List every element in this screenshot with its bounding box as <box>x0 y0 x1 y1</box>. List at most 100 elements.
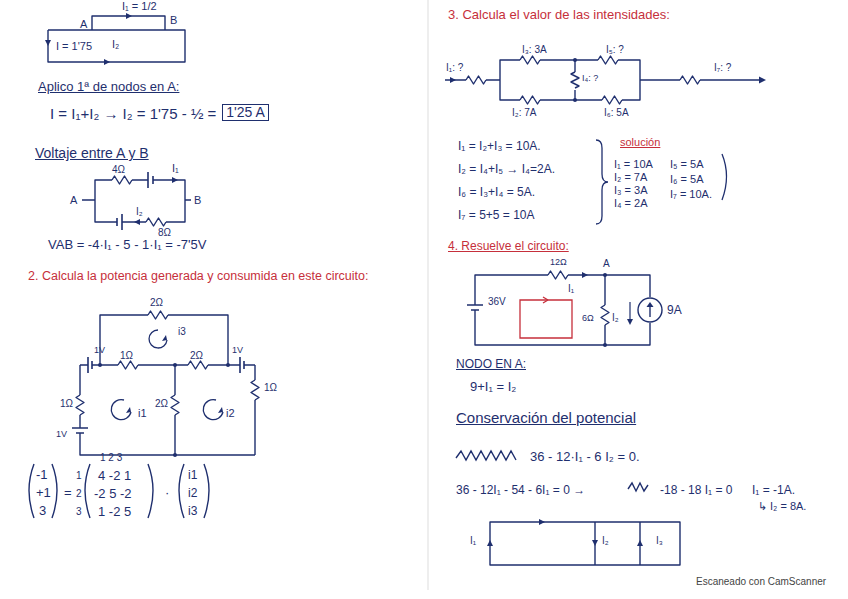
circuit-wire <box>48 16 185 62</box>
current-source: 9A <box>637 297 682 323</box>
handwritten-text: 1V <box>232 346 243 356</box>
brace <box>596 140 608 224</box>
junction-dot <box>573 58 577 62</box>
resistor-symbol <box>251 380 259 400</box>
circuit-wire <box>490 522 680 565</box>
handwritten-text: 3 <box>39 504 46 518</box>
matrix-bracket <box>52 464 57 518</box>
loop-path <box>520 297 572 338</box>
circuit-wire <box>445 60 760 100</box>
resistor-symbol <box>188 361 208 369</box>
battery-symbol <box>72 172 483 433</box>
resistor-symbol <box>466 76 486 84</box>
handwritten-text: 3. Calcula el valor de las intensidades: <box>448 8 670 22</box>
handwritten-text: A <box>70 194 77 206</box>
resistor-symbol <box>118 361 138 369</box>
mesh-arrow <box>203 400 223 420</box>
loop-path <box>520 300 572 338</box>
handwritten-text: I₇ = 5+5 = 10A <box>458 209 535 222</box>
handwritten-text: 1Ω <box>264 382 277 393</box>
handwritten-text: i3 <box>178 326 186 337</box>
handwritten-text: I₃ = 3A <box>614 184 648 196</box>
matrix-bracket <box>204 464 209 518</box>
handwritten-text: 2 <box>76 488 82 499</box>
loop-path <box>543 297 548 303</box>
handwritten-text: I₂ <box>602 535 609 546</box>
handwritten-text: 1'25 A <box>222 104 269 121</box>
mesh-arrowhead <box>218 407 223 413</box>
mesh-arrowhead <box>162 335 167 341</box>
current-arrow <box>487 540 493 546</box>
mesh-arrowhead <box>126 407 131 413</box>
current-arrow <box>539 519 545 525</box>
mesh-arrow <box>111 400 131 420</box>
handwritten-text: I₂: 7A <box>512 107 536 118</box>
battery-symbol <box>88 357 92 373</box>
junction-dot <box>173 453 177 457</box>
junction-dot <box>603 343 607 347</box>
handwritten-text: i1 <box>188 469 197 482</box>
handwritten-text: I₁ <box>172 162 179 174</box>
current-arrow <box>759 77 766 84</box>
handwritten-text: A <box>603 258 610 269</box>
resistor-symbol <box>76 395 84 415</box>
handwritten-text: 36 - 12I₁ - 54 - 6I₁ = 0 → <box>456 484 585 497</box>
resistor-symbol <box>171 395 179 415</box>
matrix-bracket <box>148 464 153 518</box>
handwritten-text: Conservación del potencial <box>456 410 636 427</box>
matrix-bracket <box>29 464 34 518</box>
current-arrow <box>134 219 140 225</box>
handwritten-text: I₁ <box>568 283 574 294</box>
handwritten-text: I₂ <box>112 38 119 50</box>
brace <box>722 154 727 200</box>
handwritten-text: 1Ω <box>60 398 73 409</box>
scribble <box>628 483 648 491</box>
handwritten-text: 2Ω <box>155 398 168 409</box>
handwritten-text: -1 <box>36 468 48 482</box>
handwritten-text: 6Ω <box>582 314 594 324</box>
current-arrow <box>104 59 110 65</box>
scribble <box>456 451 516 460</box>
current-source-symbol <box>637 297 663 323</box>
handwritten-text: I₁: ? <box>446 62 463 73</box>
handwritten-text: 1Ω <box>120 350 133 361</box>
circuit-wire <box>82 180 191 222</box>
current-arrow <box>126 13 132 19</box>
arrow-line <box>629 302 630 320</box>
handwritten-text: 8Ω <box>158 227 171 238</box>
handwritten-text: 12Ω <box>550 258 567 268</box>
mesh-arrowhead <box>126 335 223 413</box>
resistor-symbol <box>520 56 540 64</box>
circuit-wire <box>48 16 760 565</box>
handwritten-text: NODO EN A: <box>456 358 526 371</box>
mesh-arrow <box>111 330 223 420</box>
handwritten-text: 1 -2 5 <box>98 505 131 519</box>
circuit-wire <box>100 315 228 365</box>
handwritten-text: I₅ = 5A <box>670 158 703 170</box>
resistor-symbol <box>571 72 579 88</box>
battery-symbol <box>117 214 122 230</box>
handwritten-text: 36V <box>488 296 506 307</box>
handwritten-text: 1 <box>76 470 82 481</box>
handwritten-text: 4. Resuelve el circuito: <box>448 240 569 253</box>
current-arrow <box>450 77 456 83</box>
resistor-symbol <box>601 305 609 325</box>
battery-symbol <box>467 305 483 310</box>
handwritten-text: 1V <box>94 346 105 356</box>
handwritten-text: 9+I₁ = I₂ <box>470 380 516 394</box>
handwritten-text: Voltaje entre A y B <box>35 146 149 161</box>
circuit-wire <box>475 275 650 345</box>
handwritten-text: I₁ = 10A <box>614 158 653 170</box>
mesh-arrow <box>149 330 167 348</box>
current-arrow <box>582 272 588 278</box>
handwritten-text: I₄: ? <box>582 74 598 84</box>
matrix-bracket <box>85 464 90 518</box>
handwritten-text: i2 <box>226 407 235 419</box>
resistor-symbol <box>680 76 700 84</box>
brace <box>596 140 727 224</box>
handwritten-text: I₇ = 10A. <box>670 188 712 200</box>
junction-dot <box>226 363 230 367</box>
circuit-wire <box>80 365 255 455</box>
junction-dot <box>98 363 102 367</box>
handwritten-text: 4Ω <box>112 164 125 175</box>
